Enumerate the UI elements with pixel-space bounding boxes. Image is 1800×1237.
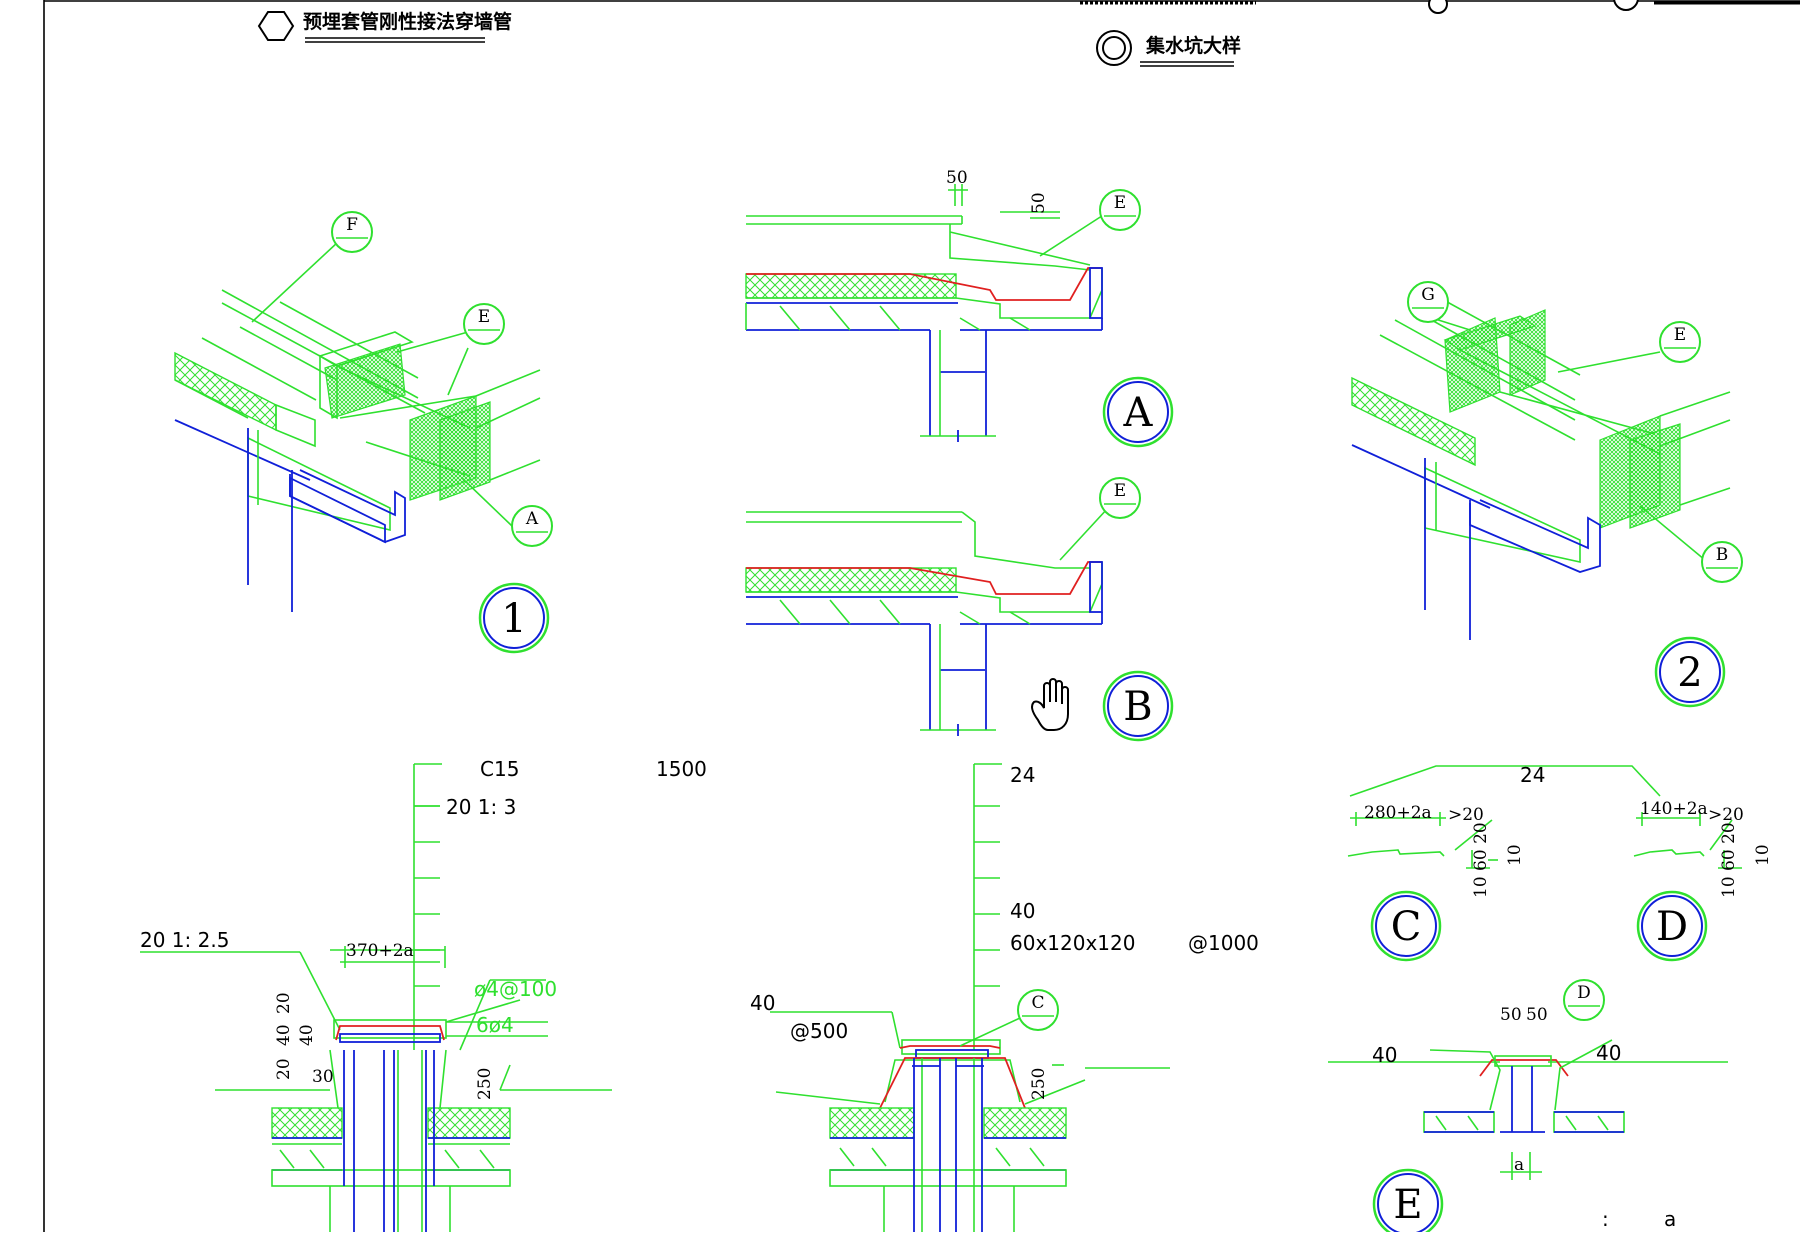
label-10-60-20-c: 10 60 20 — [1471, 822, 1491, 898]
view-bubble-c: C — [1370, 890, 1442, 962]
label-10-c: 10 — [1505, 844, 1525, 866]
callout-e2: E — [1659, 321, 1701, 363]
dim-20-top: 20 — [274, 992, 294, 1014]
callout-e2-label: E — [1674, 325, 1686, 345]
view-bubble-c-label: C — [1391, 904, 1422, 950]
callout-eb: E — [1099, 477, 1141, 519]
label-a-e: a — [1514, 1155, 1524, 1175]
dim-30: 30 — [312, 1067, 334, 1087]
label-1500: 1500 — [656, 757, 707, 781]
dim-250-middle: 250 — [1029, 1068, 1049, 1100]
callout-g: G — [1407, 281, 1449, 323]
dim-40-right: 40 — [297, 1024, 317, 1046]
section-b — [745, 507, 1109, 736]
label-a-bottom: a — [1664, 1207, 1676, 1231]
label-gt20-c: >20 — [1448, 805, 1484, 825]
callout-b-label: B — [1716, 545, 1729, 565]
callout-a-label: A — [525, 509, 539, 529]
dim-20-bottom: 20 — [274, 1058, 294, 1080]
label-20-1-3: 20 1: 3 — [446, 795, 516, 819]
callout-ea: E — [1099, 189, 1141, 231]
detail-e-section: 40 40 50 50 a : a — [1328, 1005, 1728, 1231]
callout-a: A — [511, 505, 553, 547]
isometric-detail-1 — [174, 241, 541, 612]
label-40-left-middle: 40 — [750, 991, 775, 1015]
callout-eb-label: E — [1114, 481, 1126, 501]
view-bubble-a: A — [1102, 376, 1174, 448]
callout-b: B — [1701, 541, 1743, 583]
section-a: 50 50 — [745, 168, 1109, 442]
label-c15: C15 — [480, 757, 519, 781]
callout-f: F — [331, 211, 373, 253]
dim-50-b: 50 — [1029, 192, 1049, 214]
callout-e1: E — [463, 303, 505, 345]
label-60x120x120: 60x120x120 — [1010, 931, 1135, 955]
label-colon: : — [1602, 1207, 1609, 1231]
title-pipe: 预埋套管刚性接法穿墙管 — [257, 10, 512, 43]
detail-pipe-flashing-left: C15 1500 20 1: 3 20 1: 2.5 370+2a ø4@100… — [140, 757, 707, 1232]
callout-g-label: G — [1421, 285, 1435, 305]
view-bubble-1: 1 — [478, 582, 550, 654]
view-bubble-e: E — [1372, 1168, 1444, 1237]
callout-d-label: D — [1577, 983, 1591, 1003]
detail-pipe-flashing-middle: 24 40 60x120x120 @1000 40 @500 250 — [750, 763, 1259, 1232]
title-pipe-text: 预埋套管刚性接法穿墙管 — [303, 10, 512, 33]
isometric-detail-2 — [1351, 297, 1731, 640]
label-24-middle: 24 — [1010, 763, 1035, 787]
view-bubble-1-label: 1 — [501, 596, 526, 642]
view-bubble-d: D — [1636, 890, 1708, 962]
view-bubble-a-label: A — [1123, 390, 1154, 436]
label-40-middle: 40 — [1010, 899, 1035, 923]
label-50-e-a: 50 — [1500, 1005, 1522, 1025]
title-sump: 集水坑大样 — [1096, 30, 1241, 67]
view-bubble-d-label: D — [1656, 904, 1688, 950]
label-140-2a: 140+2a — [1640, 799, 1708, 819]
callout-c-label: C — [1031, 993, 1044, 1013]
view-bubble-2: 2 — [1654, 636, 1726, 708]
view-bubble-b-label: B — [1123, 684, 1152, 730]
label-phi4-at-100: ø4@100 — [474, 977, 557, 1001]
label-10-d: 10 — [1753, 844, 1773, 866]
callout-c: C — [1017, 989, 1059, 1031]
label-at-500: @500 — [790, 1019, 848, 1043]
title-sump-text: 集水坑大样 — [1145, 34, 1241, 57]
label-20-1-2-5: 20 1: 2.5 — [140, 928, 229, 952]
callout-d: D — [1563, 979, 1605, 1021]
clipped-top-marks — [1080, 0, 1800, 14]
label-6phi4: 6ø4 — [476, 1013, 514, 1037]
label-40-e-left: 40 — [1372, 1043, 1397, 1067]
label-280-2a: 280+2a — [1364, 803, 1432, 823]
hand-cursor-icon — [1030, 678, 1069, 731]
detail-c-d-profiles: 24 280+2a >20 10 60 20 10 140+2a >20 10 … — [1347, 763, 1773, 898]
label-24-right: 24 — [1520, 763, 1545, 787]
label-40-e-right: 40 — [1596, 1041, 1621, 1065]
label-10-60-20-d: 10 60 20 — [1719, 822, 1739, 898]
label-gt20-d: >20 — [1708, 805, 1744, 825]
dim-40-left: 40 — [274, 1024, 294, 1046]
callout-f-label: F — [346, 215, 358, 235]
callout-e1-label: E — [478, 307, 490, 327]
label-370-2a: 370+2a — [346, 941, 414, 961]
label-at-1000: @1000 — [1188, 931, 1259, 955]
callout-ea-label: E — [1114, 193, 1126, 213]
label-50-e-b: 50 — [1526, 1005, 1548, 1025]
view-bubble-e-label: E — [1393, 1182, 1422, 1228]
dim-250-left: 250 — [475, 1068, 495, 1100]
title-hexagon-icon — [257, 11, 295, 41]
view-bubble-b: B — [1102, 670, 1174, 742]
dim-50-a: 50 — [946, 168, 968, 188]
view-bubble-2-label: 2 — [1677, 650, 1702, 696]
